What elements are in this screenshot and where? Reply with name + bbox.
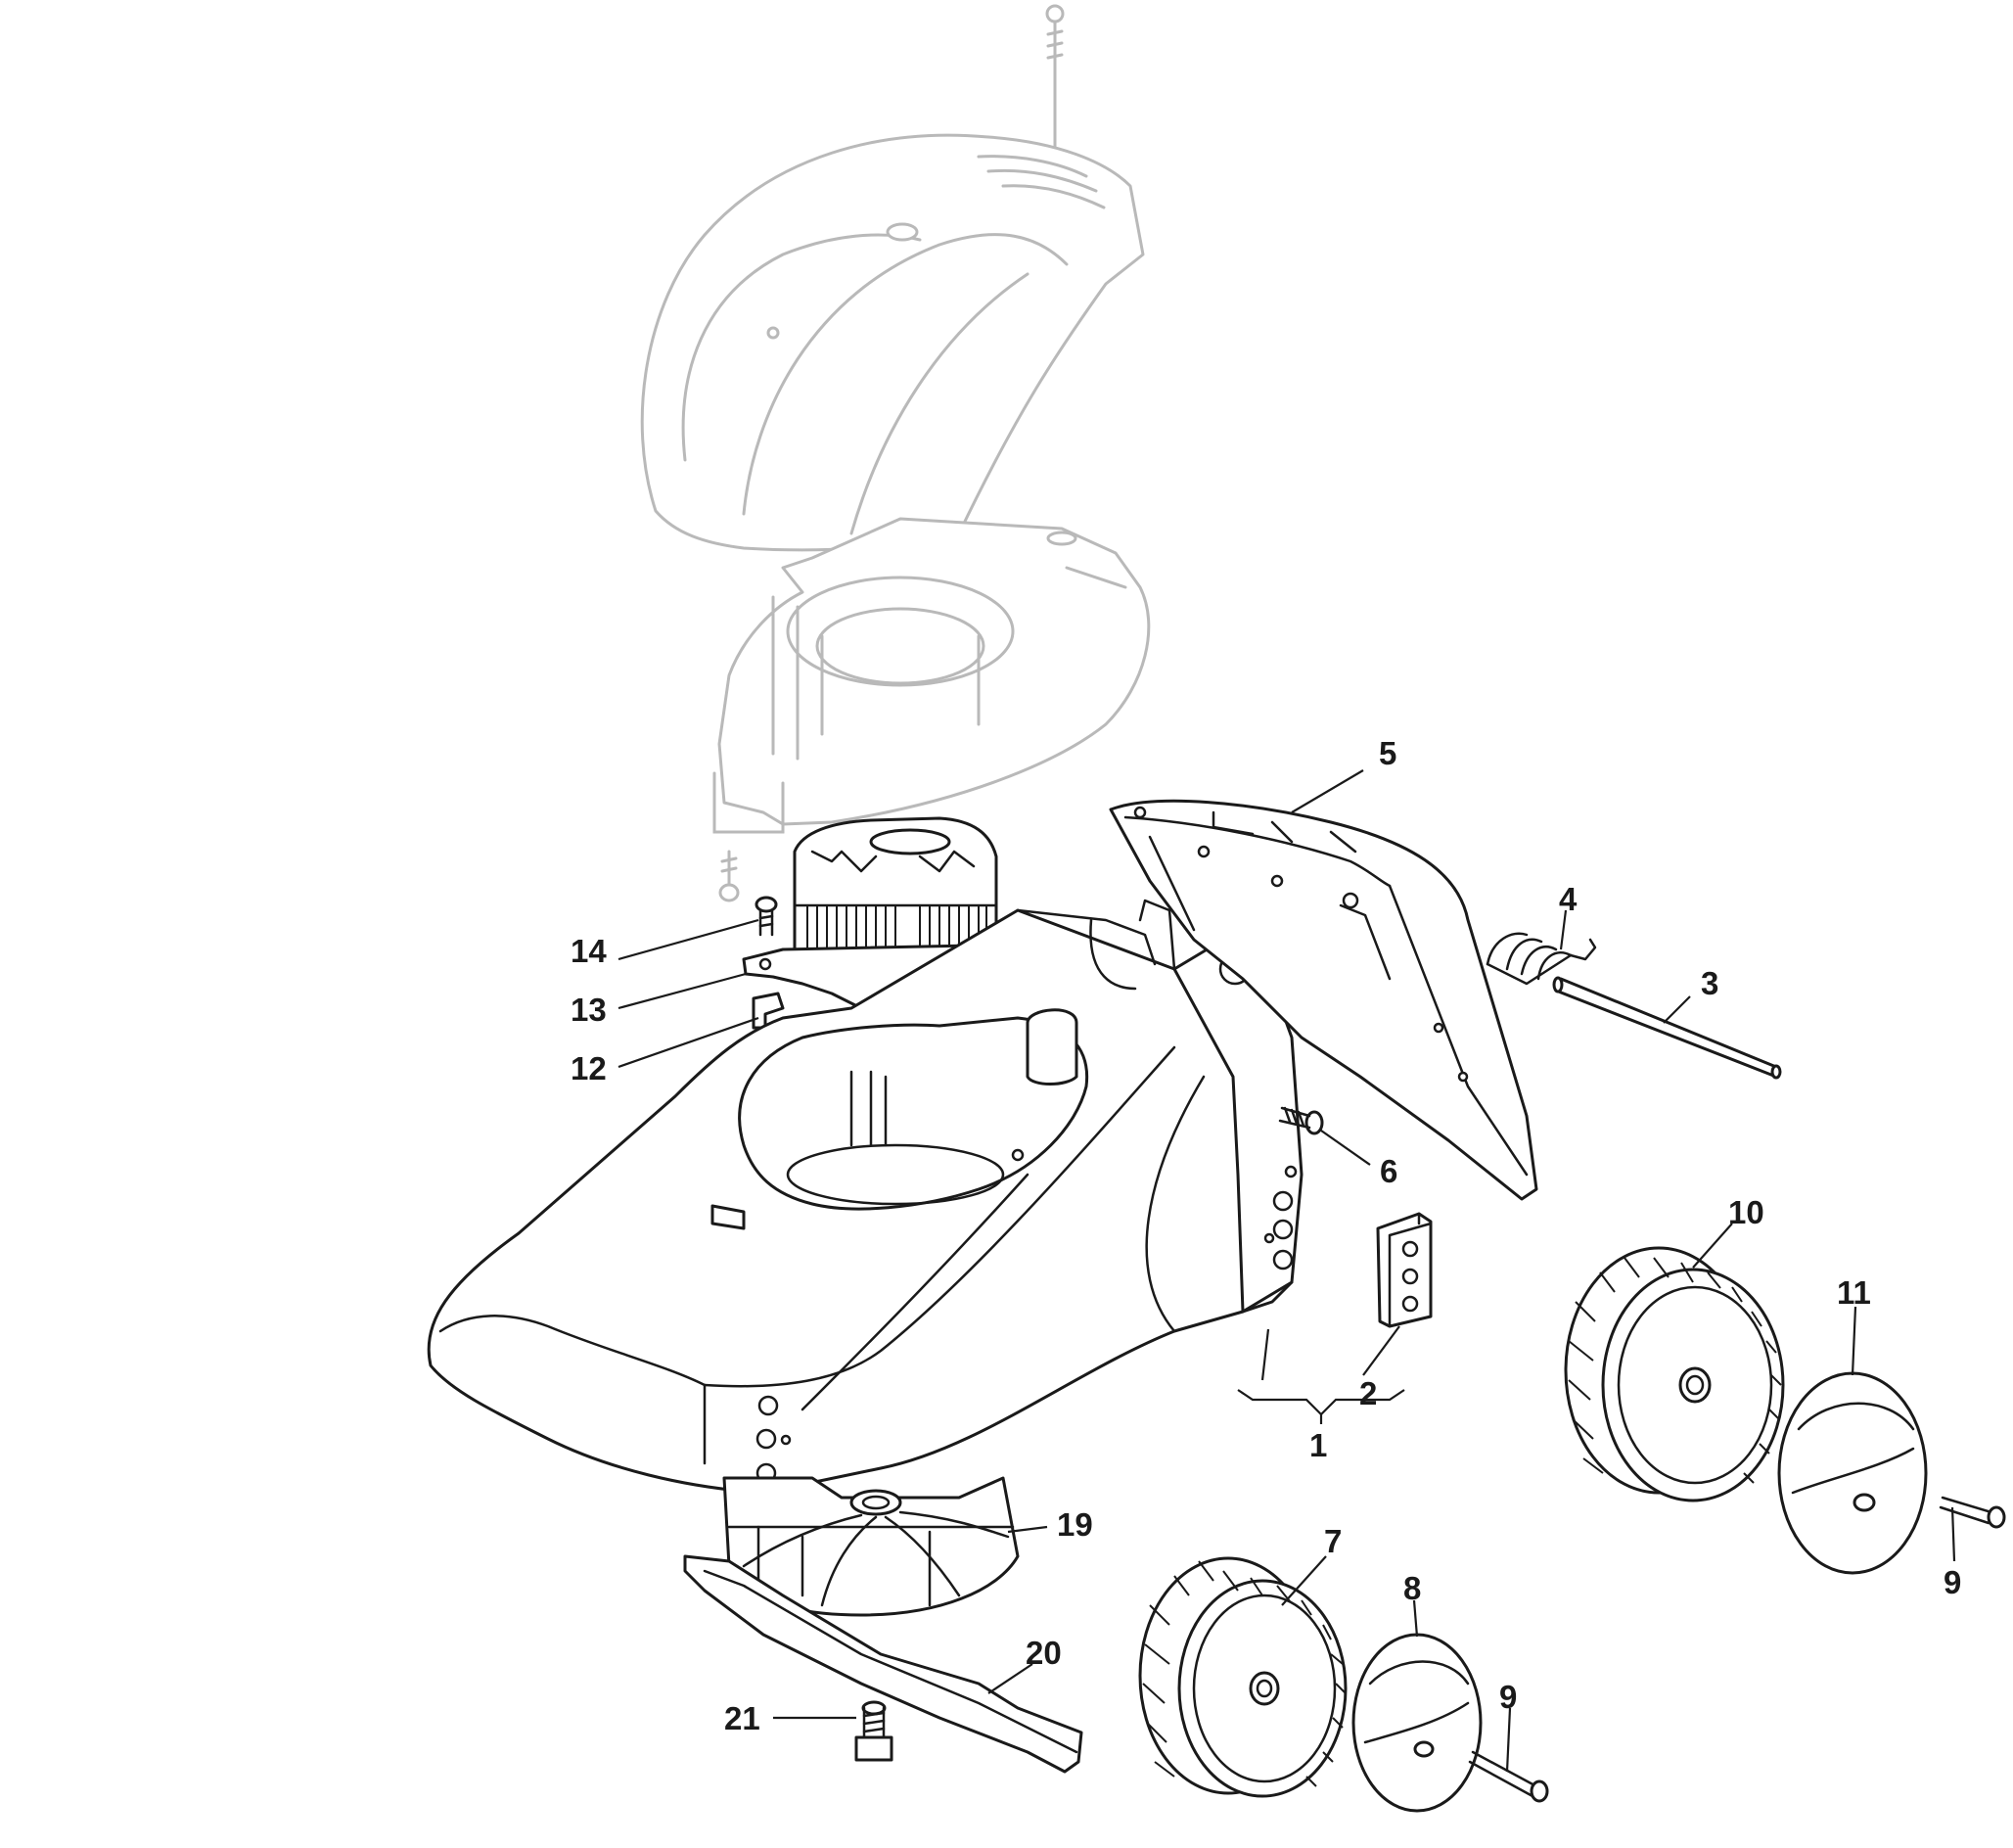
callout-4: 4 xyxy=(1559,881,1578,917)
callout-10: 10 xyxy=(1728,1194,1764,1230)
callout-8: 8 xyxy=(1403,1570,1421,1606)
screw-6 xyxy=(1278,1106,1324,1135)
callout-3: 3 xyxy=(1701,965,1718,1001)
callout-20: 20 xyxy=(1026,1635,1062,1671)
leader-lines xyxy=(618,769,1956,1773)
rear-wheel-10 xyxy=(1564,1246,1785,1502)
callout-7: 7 xyxy=(1324,1523,1342,1559)
ghost-top-cover xyxy=(640,133,1145,552)
front-wheel-7 xyxy=(1138,1556,1348,1798)
blade-20 xyxy=(683,1554,1083,1774)
callout-9-front: 9 xyxy=(1499,1679,1517,1715)
callout-6: 6 xyxy=(1380,1153,1397,1189)
callout-11: 11 xyxy=(1837,1274,1871,1311)
callout-19: 19 xyxy=(1057,1506,1093,1543)
callout-2: 2 xyxy=(1359,1375,1377,1411)
callout-12: 12 xyxy=(571,1050,607,1086)
callout-5: 5 xyxy=(1379,735,1396,771)
hub-cap-8 xyxy=(1351,1633,1483,1813)
hub-cap-11 xyxy=(1777,1371,1928,1575)
ghost-small-screw xyxy=(718,850,740,902)
rod-3 xyxy=(1552,976,1782,1080)
ghost-motor-cover xyxy=(712,517,1151,834)
screw-21 xyxy=(854,1700,893,1762)
spring-4 xyxy=(1486,932,1597,986)
clip-12 xyxy=(752,992,785,1030)
callout-14: 14 xyxy=(571,933,607,969)
callout-1: 1 xyxy=(1309,1427,1327,1463)
bracket-2 xyxy=(1376,1212,1433,1328)
bolt-9-front xyxy=(1468,1750,1549,1803)
callout-21: 21 xyxy=(724,1700,760,1736)
deck-housing xyxy=(427,899,1304,1495)
callout-9-rear: 9 xyxy=(1944,1564,1961,1600)
callout-13: 13 xyxy=(571,992,607,1028)
screw-14 xyxy=(755,896,778,937)
rear-flap xyxy=(1109,799,1538,1201)
callout-numbers: 1 2 3 4 5 6 7 8 9 9 10 11 12 13 14 19 20… xyxy=(571,735,1961,1736)
ghost-top-screw xyxy=(1045,4,1065,149)
bolt-9-rear xyxy=(1939,1496,2006,1529)
